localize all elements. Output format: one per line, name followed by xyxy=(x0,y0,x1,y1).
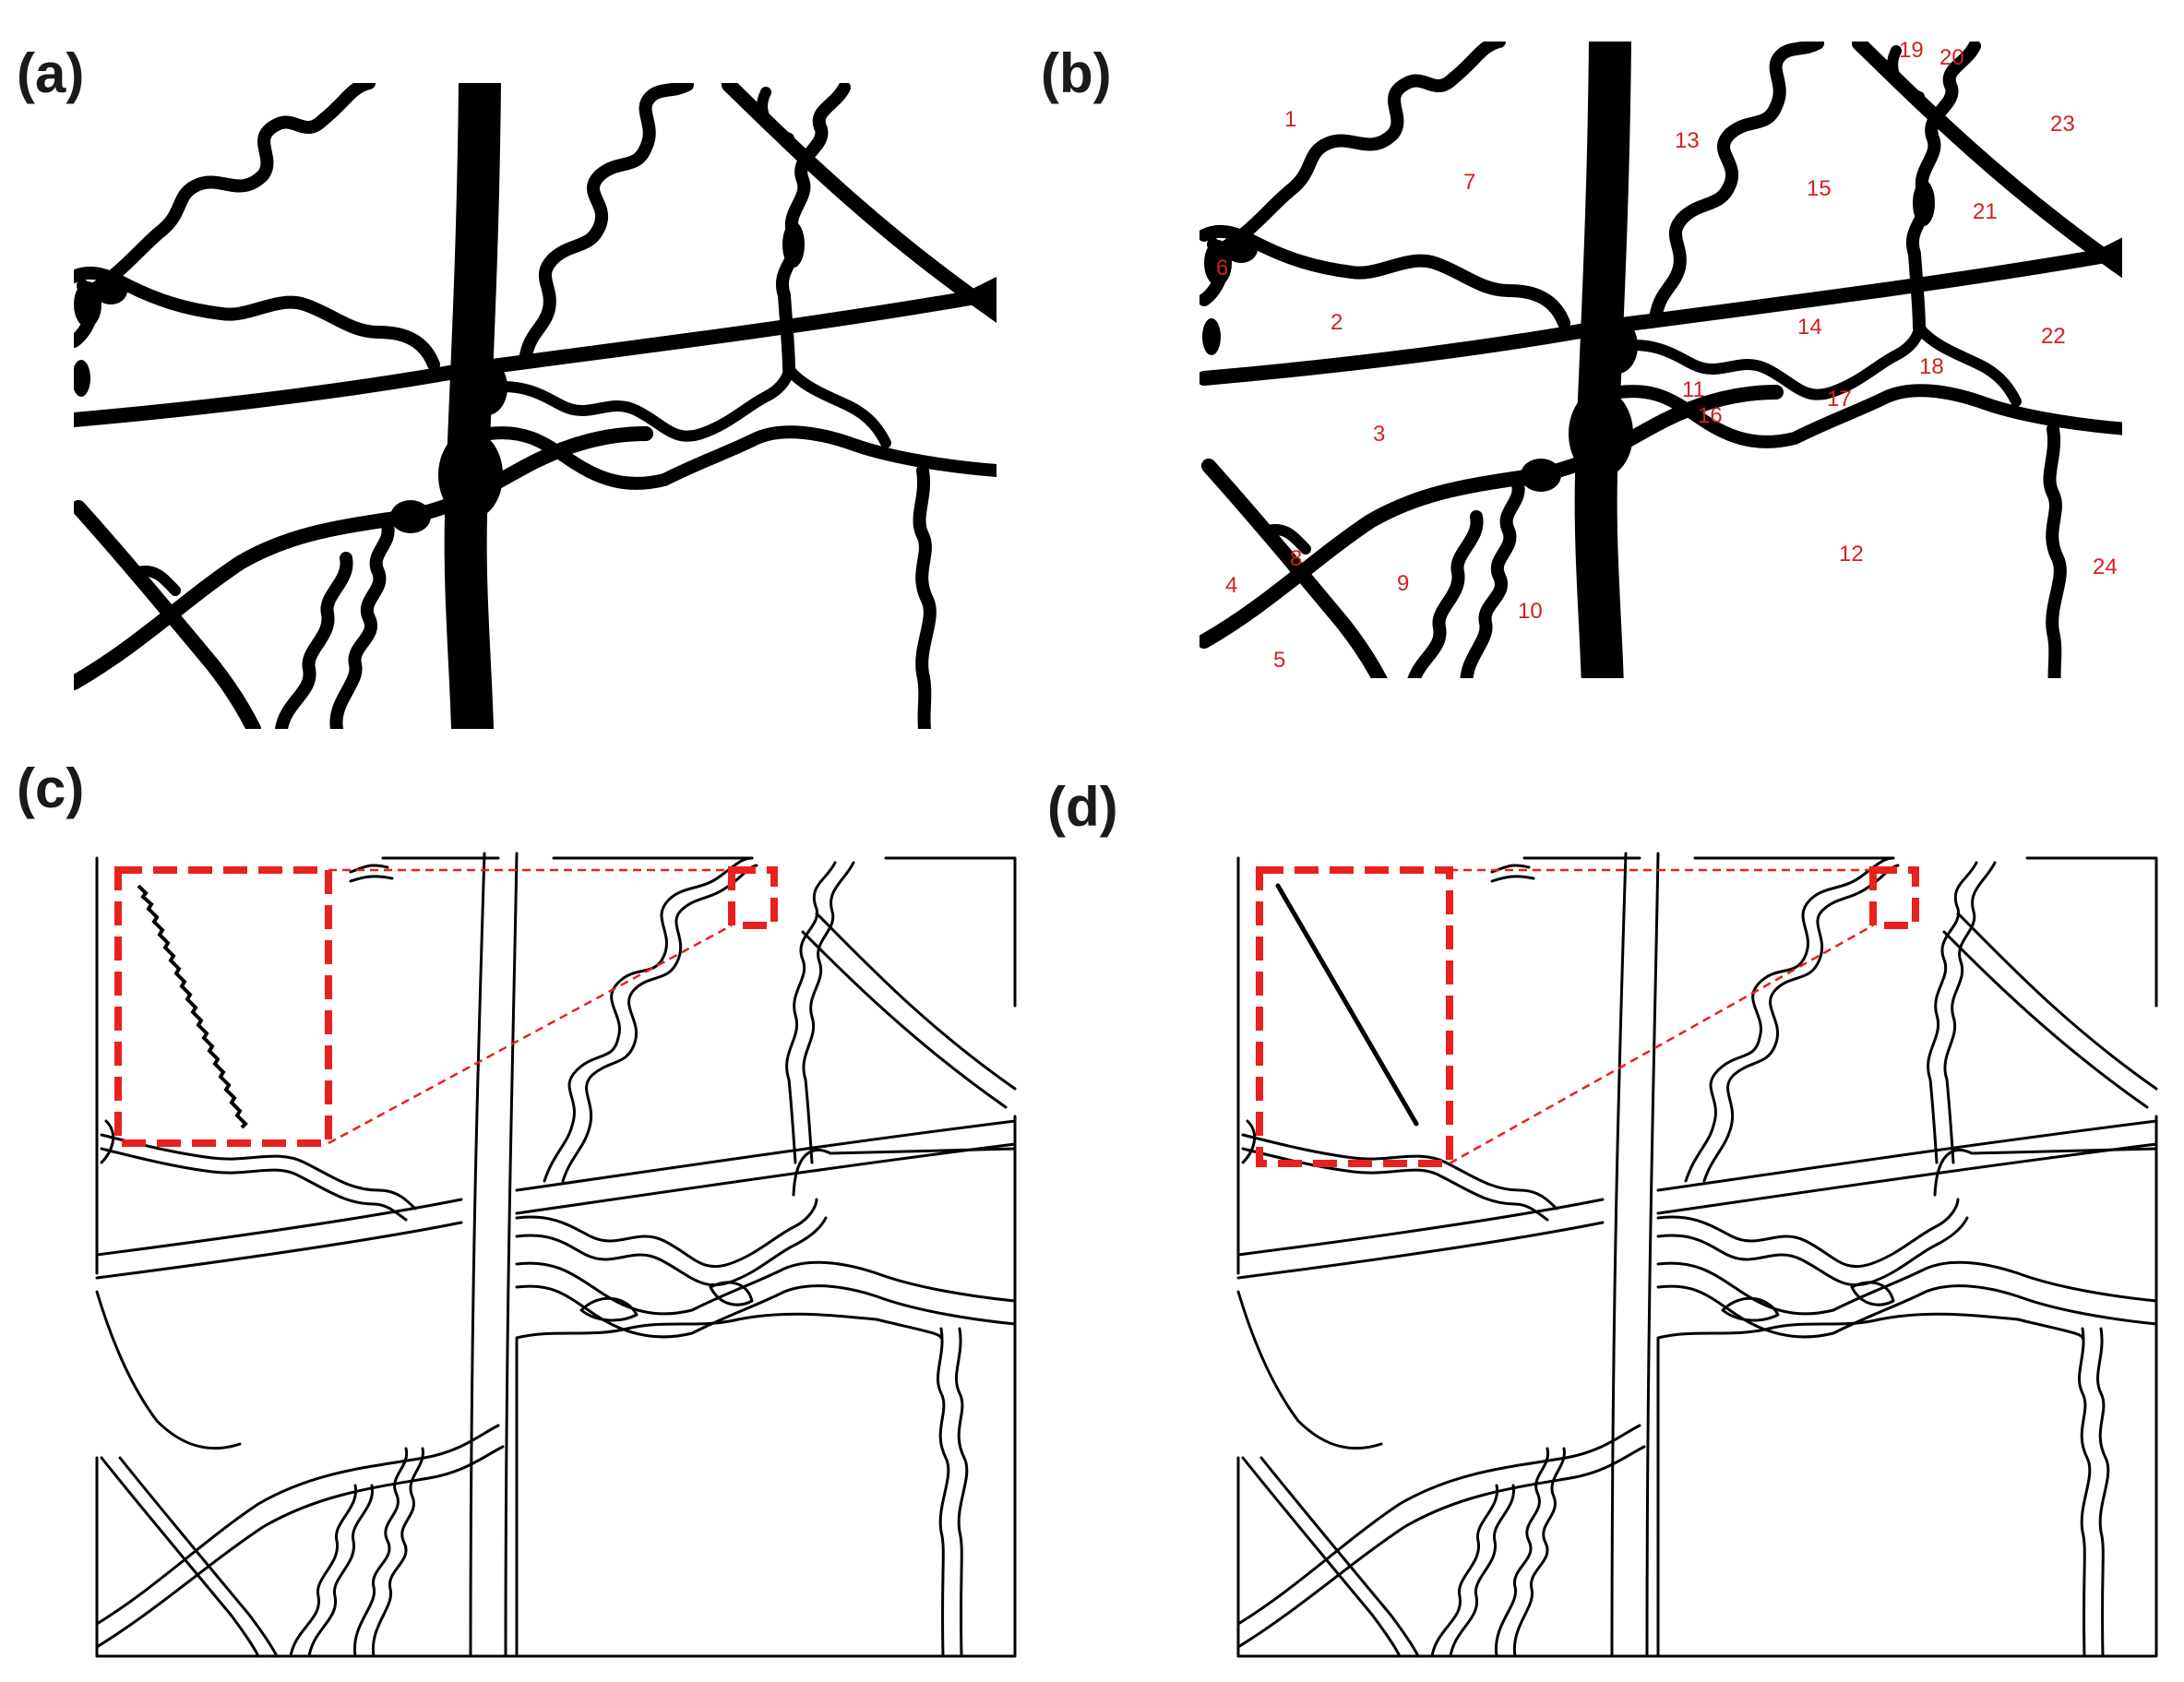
region-label-18: 18 xyxy=(1919,354,1944,379)
panel-a-road-map xyxy=(72,83,997,729)
panel-c-zoom-inset xyxy=(114,866,332,1147)
region-label-16: 16 xyxy=(1698,403,1723,428)
region-label-24: 24 xyxy=(2093,555,2118,579)
panel-d-connector-bottom xyxy=(1449,924,1874,1165)
region-label-10: 10 xyxy=(1518,599,1543,624)
panel-label-d: (d) xyxy=(1047,776,1118,838)
region-label-19: 19 xyxy=(1899,38,1924,63)
region-label-9: 9 xyxy=(1397,571,1409,596)
panel-label-a: (a) xyxy=(17,42,84,104)
panel-d-zoom-inset xyxy=(1256,866,1453,1167)
region-label-23: 23 xyxy=(2050,112,2075,137)
region-label-12: 12 xyxy=(1839,542,1864,567)
region-label-8: 8 xyxy=(1290,546,1302,571)
panel-label-c: (c) xyxy=(17,757,84,819)
panel-c-connector-bottom xyxy=(328,924,733,1145)
panel-d-outline-map xyxy=(1236,852,2158,1658)
region-label-17: 17 xyxy=(1827,387,1852,412)
region-label-2: 2 xyxy=(1331,310,1343,335)
region-label-5: 5 xyxy=(1273,648,1285,673)
panel-d-zoom-source xyxy=(1869,866,1919,929)
region-label-13: 13 xyxy=(1675,128,1700,153)
panel-c-outline-map xyxy=(95,852,1017,1658)
region-label-15: 15 xyxy=(1807,176,1832,201)
region-label-20: 20 xyxy=(1939,45,1964,70)
panel-label-b: (b) xyxy=(1041,42,1112,104)
region-label-1: 1 xyxy=(1284,107,1296,132)
panel-c-zoom-source xyxy=(728,866,778,929)
panel-b-region-labels: 1 2 3 4 5 6 7 8 9 10 11 12 13 14 15 16 1… xyxy=(1216,38,2118,673)
region-label-7: 7 xyxy=(1463,170,1475,195)
region-label-3: 3 xyxy=(1373,422,1385,447)
panel-c-zoom-callout xyxy=(114,866,778,1147)
region-label-22: 22 xyxy=(2041,324,2066,349)
panel-c-jagged-edge xyxy=(137,884,248,1129)
region-label-11: 11 xyxy=(1682,377,1705,402)
panel-b-road-map xyxy=(1202,42,2127,687)
panel-d-smooth-edge xyxy=(1275,883,1419,1127)
region-label-14: 14 xyxy=(1797,315,1822,340)
panel-d-zoom-callout xyxy=(1256,866,1919,1167)
region-label-4: 4 xyxy=(1225,573,1237,598)
region-label-6: 6 xyxy=(1216,256,1228,280)
region-label-21: 21 xyxy=(1973,199,1998,224)
